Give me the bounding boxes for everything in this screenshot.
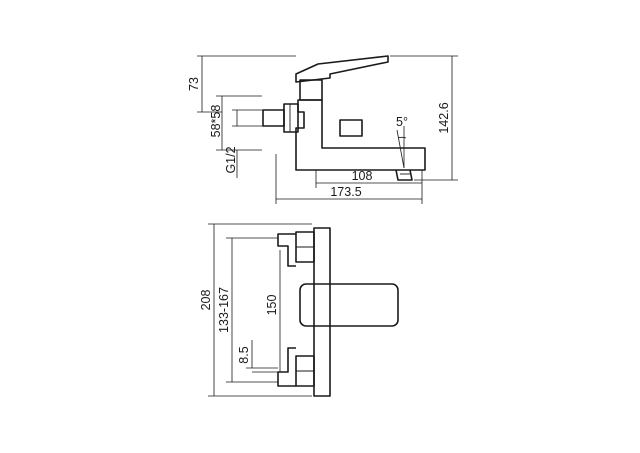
dim-8-5-label: 8.5 (237, 346, 251, 363)
front-view: 208 133-167 8.5 150 (199, 223, 399, 397)
dim-133-167-label: 133-167 (217, 287, 231, 333)
side-view: 73 58*58 G1/2 142.6 5° 108 173.5 (187, 55, 458, 204)
dim-208-label: 208 (199, 290, 213, 311)
handle-plate-front (299, 283, 399, 327)
dim-angle-label: 5° (396, 115, 408, 129)
dim-142-6-label: 142.6 (437, 102, 451, 133)
faucet-body-side (295, 99, 426, 171)
dim-thread-label: G1/2 (224, 146, 238, 173)
dim-173-5-label: 173.5 (330, 185, 361, 199)
top-inlet-pipe (277, 233, 296, 267)
inlet-pipe (262, 109, 285, 127)
dim-108-label: 108 (352, 169, 373, 183)
faucet-body-front (313, 227, 331, 397)
handle-lever-side (295, 55, 389, 83)
dim-73-label: 73 (187, 77, 201, 91)
bottom-inlet-pipe (277, 347, 296, 387)
dim-center-height-label: 58*58 (209, 105, 223, 138)
spout-outlet (395, 169, 413, 181)
diverter-knob (339, 119, 363, 137)
dim-150-label: 150 (265, 295, 279, 316)
handle-base-side (299, 79, 323, 101)
